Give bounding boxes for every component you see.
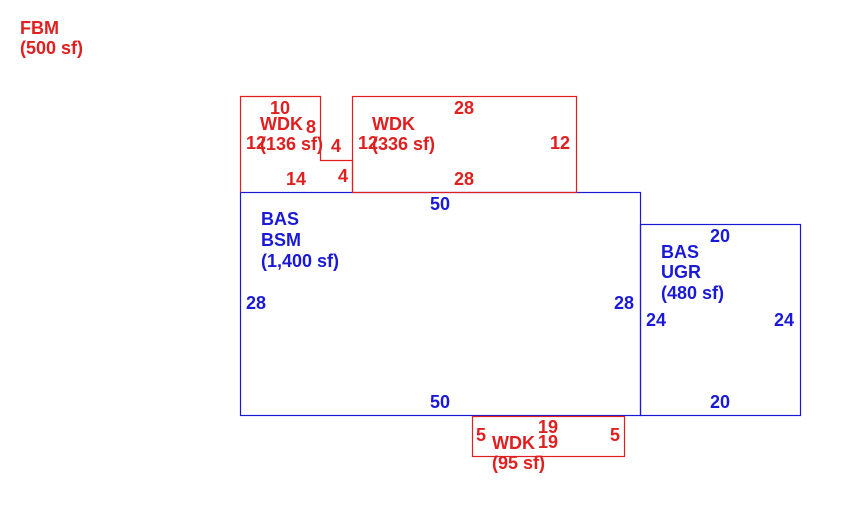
wdk-95-bottom-dim: 19	[538, 432, 558, 452]
bas-bsm-left-dim: 28	[246, 293, 266, 313]
wdk-95-left-dim: 5	[476, 425, 486, 445]
bas-ugr-area: (480 sf)	[661, 283, 724, 303]
wdk-336-outline[interactable]	[351, 95, 578, 194]
wdk-136-notch-h-dim: 8	[306, 117, 316, 137]
bas-ugr-outline[interactable]	[639, 223, 802, 417]
wdk-136-left-dim: 12	[246, 133, 266, 153]
wdk-136-area: (136 sf)	[260, 134, 323, 154]
bas-bsm-bottom-dim: 50	[430, 392, 450, 412]
bas-ugr-right-dim: 24	[774, 310, 794, 330]
bas-bsm-subcode: BSM	[261, 230, 301, 250]
wdk-95-right-dim: 5	[610, 425, 620, 445]
wdk-136-bottom-dim: 14	[286, 169, 306, 189]
wdk-336-left-dim: 12	[358, 133, 378, 153]
wdk-136-notch-v-dim: 4	[331, 136, 341, 156]
bas-ugr-subcode: UGR	[661, 262, 701, 282]
bas-bsm-right-dim: 28	[614, 293, 634, 313]
legend-title: FBM	[20, 18, 59, 38]
wdk-95-code: WDK	[492, 433, 535, 453]
wdk-336-top-dim: 28	[454, 98, 474, 118]
wdk-95-outline[interactable]	[471, 415, 626, 458]
bas-bsm-top-dim: 50	[430, 194, 450, 214]
bas-bsm-outline[interactable]	[239, 191, 642, 417]
bas-bsm-code: BAS	[261, 209, 299, 229]
wdk-136-code: WDK	[260, 114, 303, 134]
wdk-136-notch-b-dim: 4	[338, 166, 348, 186]
wdk-136-top-dim: 10	[270, 98, 290, 118]
wdk-336-bottom-dim: 28	[454, 169, 474, 189]
wdk-336-code: WDK	[372, 114, 415, 134]
wdk-336-area: (336 sf)	[372, 134, 435, 154]
wdk-95-area: (95 sf)	[492, 453, 545, 473]
bas-ugr-code: BAS	[661, 242, 699, 262]
bas-ugr-bottom-dim: 20	[710, 392, 730, 412]
bas-ugr-left-dim: 24	[646, 310, 666, 330]
bas-ugr-top-dim: 20	[710, 226, 730, 246]
legend-area: (500 sf)	[20, 38, 83, 58]
wdk-336-right-dim: 12	[550, 133, 570, 153]
wdk-95-top-dim: 19	[538, 417, 558, 437]
bas-bsm-area: (1,400 sf)	[261, 251, 339, 271]
